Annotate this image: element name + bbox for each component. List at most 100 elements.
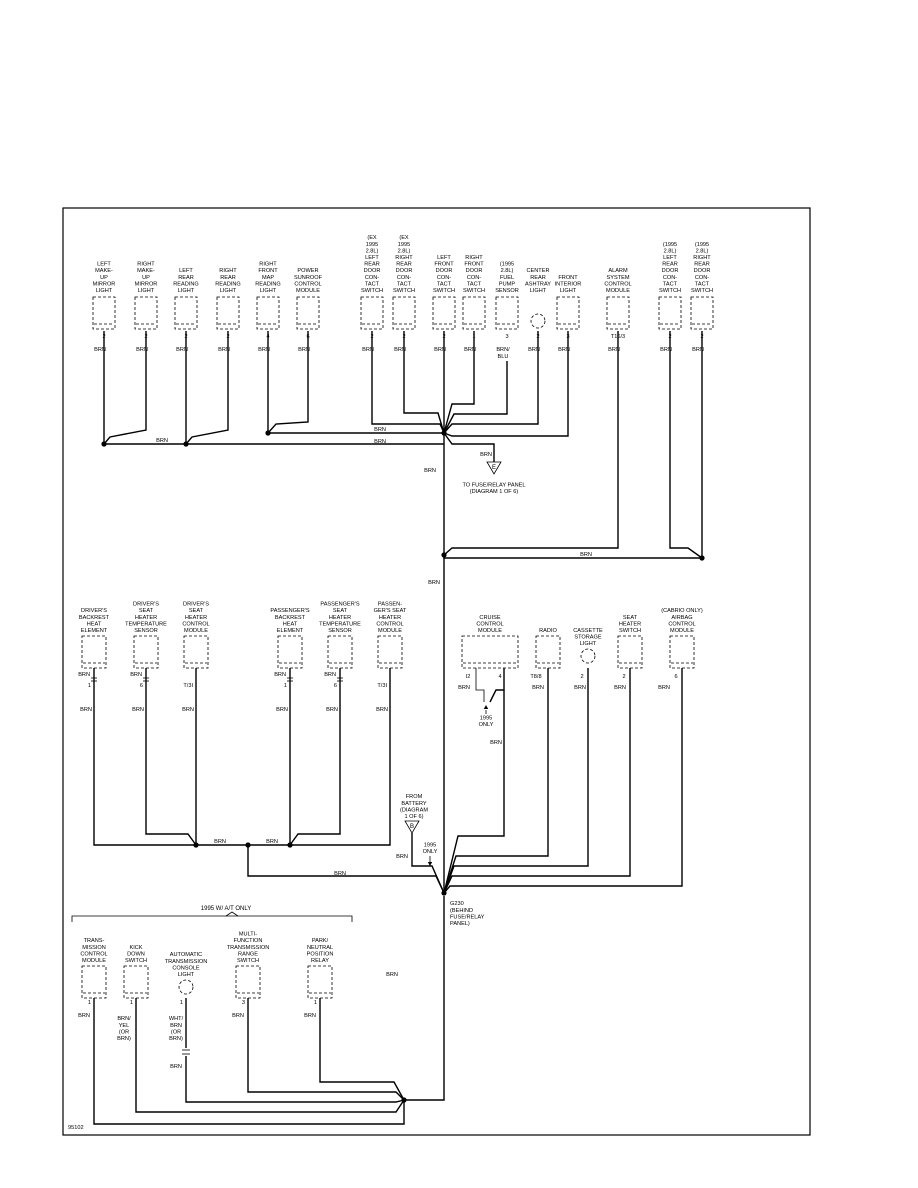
pin-number-c11: 3	[505, 334, 508, 340]
component-label-m5: PASSENGER'S	[320, 602, 359, 608]
wire-color-m7: BRN	[458, 685, 470, 691]
component-label-c5: FRONT	[258, 268, 278, 274]
component-label-c12: REAR	[530, 275, 546, 281]
component-label-m10: SEAT	[623, 615, 638, 621]
wire	[290, 668, 391, 846]
wire-color-top-m2: BRN	[130, 672, 142, 678]
component-label-c7: SWITCH	[361, 288, 383, 294]
component-label-m2: SEAT	[139, 608, 154, 614]
component-label-c11: (1995	[500, 262, 514, 268]
component-label-c13: INTERIOR	[555, 281, 582, 287]
component-label-c13: FRONT	[558, 275, 578, 281]
component-label-c14: CONTROL	[604, 281, 631, 287]
component-label-b4: SWITCH	[237, 958, 259, 964]
component-label-m1: HEAT	[87, 621, 102, 627]
wire-color-c8: BRN	[394, 347, 406, 353]
pin-number-b5: 1	[314, 1000, 317, 1006]
wire-color-top-m4: BRN	[274, 672, 286, 678]
component-label-c12: CENTER	[527, 268, 550, 274]
component-label-c15: (1995	[663, 242, 677, 248]
component-label-m11: CONTROL	[668, 621, 695, 627]
component-label-c14: MODULE	[606, 288, 630, 294]
component-label-m6: GER'S SEAT	[374, 608, 407, 614]
splice-dot	[287, 842, 293, 848]
component-label-m2: TEMPERATURE	[125, 621, 167, 627]
component-label-c8: 1995	[398, 242, 410, 248]
component-label-c1: UP	[100, 275, 108, 281]
wire-color-b3: (OR	[171, 1029, 181, 1035]
component-label-m2: SENSOR	[134, 628, 158, 634]
wire	[403, 331, 445, 434]
battery-ref-icon	[404, 820, 420, 834]
wire-color-bus: BRN	[156, 438, 168, 444]
component-label-c6: SUNROOF	[294, 275, 323, 281]
component-label-m1: DRIVER'S	[81, 608, 107, 614]
ground-text: PANEL)	[450, 921, 470, 927]
component-label-c5: READING	[255, 281, 281, 287]
component-label-c2: MIRROR	[135, 281, 158, 287]
wire-color-m4: BRN	[276, 707, 288, 713]
ground-text: G230	[450, 901, 464, 907]
component-box-m7	[461, 635, 519, 669]
pin-number-m2: 6	[140, 683, 143, 689]
component-label-c11: PUMP	[499, 281, 515, 287]
component-label-c7: CON-	[365, 275, 379, 281]
wire-color-b3: BRN)	[169, 1036, 183, 1042]
component-box-c4	[216, 296, 240, 330]
pin-number-c16: 2	[700, 334, 703, 340]
pin-number-b1: 1	[88, 1000, 91, 1006]
component-label-c2: MAKE-	[137, 268, 155, 274]
component-label-m5: HEATER	[329, 615, 351, 621]
pin-number-c15: 2	[668, 334, 671, 340]
component-label-b3: CONSOLE	[172, 965, 200, 971]
component-label-m9: LIGHT	[580, 641, 597, 647]
component-label-c12: ASHTRAY	[525, 281, 551, 287]
wire-color-m10: BRN	[614, 685, 626, 691]
wire-color-bus: BRN	[374, 439, 386, 445]
component-label-c1: LIGHT	[96, 288, 113, 294]
component-box-c1	[92, 296, 116, 330]
bracket-line	[225, 911, 239, 917]
wire-color-b1: BRN	[78, 1013, 90, 1019]
component-label-m6: MODULE	[378, 628, 402, 634]
component-label-c16: 2.8L)	[696, 248, 709, 254]
wire-color-c14: BRN	[608, 347, 620, 353]
component-label-c6: POWER	[297, 268, 318, 274]
pin-number-c13: 3	[566, 334, 569, 340]
wire-color-c11: BRN/	[496, 347, 510, 353]
arrow-down-icon	[427, 862, 433, 866]
wire	[443, 432, 495, 462]
pin-number-c12: 2	[536, 334, 539, 340]
diagram-frame	[62, 207, 811, 1136]
wire-color-seat-ground: BRN	[334, 871, 346, 877]
wire-color-m6: BRN	[376, 707, 388, 713]
component-label-c7: REAR	[364, 262, 380, 268]
component-label-c3: LEFT	[179, 268, 193, 274]
component-label-c16: TACT	[695, 281, 710, 287]
component-box-c15	[658, 296, 682, 330]
pin-number-c8: 2	[402, 334, 405, 340]
component-label-m11: (CABRIO ONLY)	[661, 608, 703, 614]
component-label-c8: CON-	[397, 275, 411, 281]
component-label-b3: TRANSMISSION	[165, 959, 208, 965]
component-label-b4: MULTI-	[239, 932, 257, 938]
pin-number-m7-b: 4	[498, 674, 501, 680]
only-1995-label: ONLY	[423, 849, 438, 855]
wire	[93, 998, 405, 1125]
component-label-c3: LIGHT	[178, 288, 195, 294]
wire-color-battery: BRN	[396, 854, 408, 860]
wire	[103, 331, 147, 445]
fuse-panel-ref-icon-letter: E	[492, 465, 496, 471]
pin-number-m7: I2	[466, 674, 471, 680]
pin-number-b2: 1	[130, 1000, 133, 1006]
wire-color-c10: BRN	[464, 347, 476, 353]
wire	[443, 331, 619, 556]
wire-color-trunk: BRN	[424, 468, 436, 474]
component-label-b3: LIGHT	[178, 972, 195, 978]
component-label-m9: CASSETTE	[573, 628, 603, 634]
wire	[319, 998, 405, 1101]
component-label-m11: AIRBAG	[671, 615, 692, 621]
component-label-m3: CONTROL	[182, 621, 209, 627]
component-label-c1: LEFT	[97, 262, 111, 268]
pin-number-c2: 2	[144, 334, 147, 340]
